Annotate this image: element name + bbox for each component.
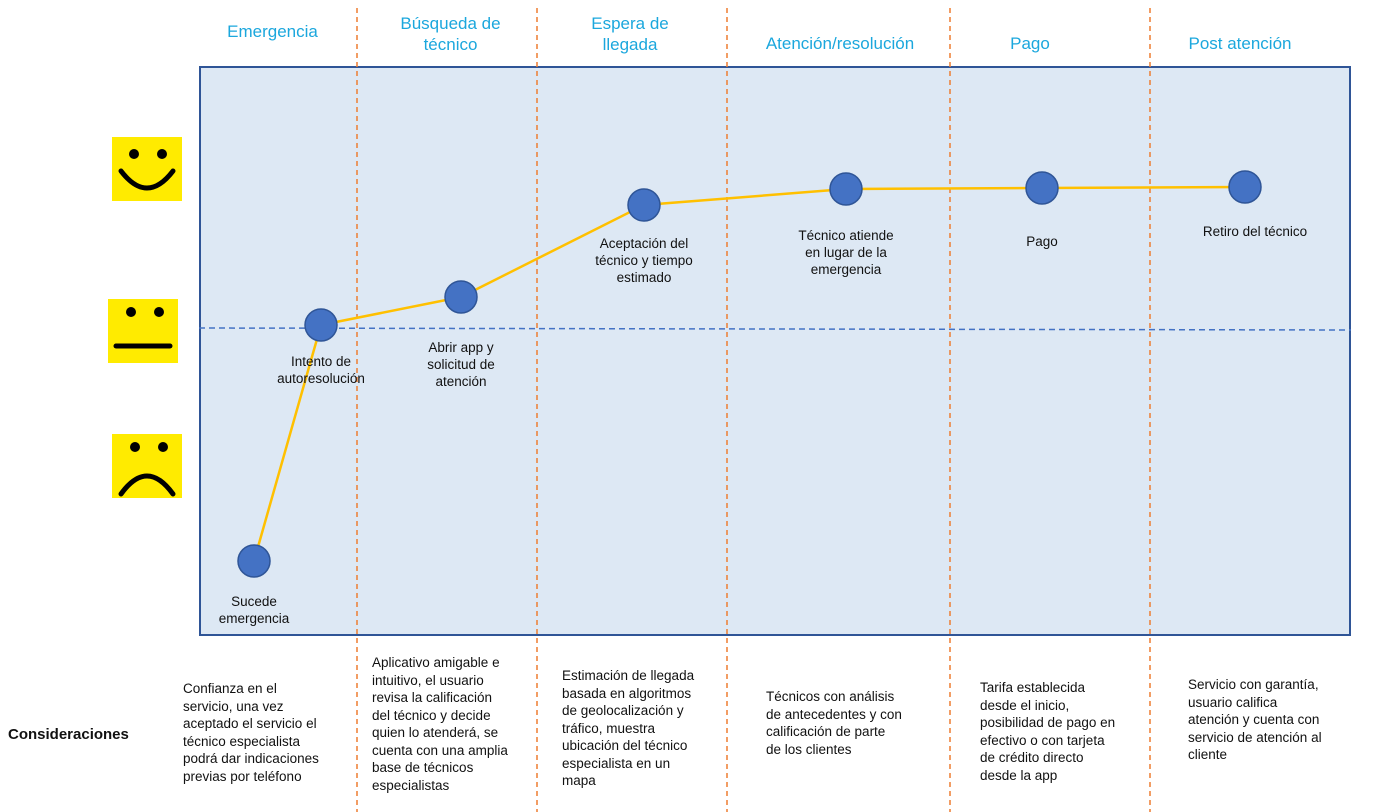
consideration-text: Estimación de llegada basada en algoritm… [562, 668, 695, 788]
point-label: Abrir app y solicitud de atención [427, 340, 495, 389]
consideration-text: Aplicativo amigable e intuitivo, el usua… [372, 655, 508, 793]
stage-title-espera: Espera de llegada [591, 14, 669, 54]
journey-point [237, 544, 271, 578]
consideration-text: Confianza en el servicio, una vez acepta… [183, 681, 319, 784]
stage-title-atencion: Atención/resolución [765, 34, 915, 53]
happy-face-icon [112, 137, 182, 201]
point-label: Retiro del técnico [1202, 224, 1308, 239]
point-label: Aceptación del técnico y tiempo estimado [595, 236, 693, 285]
stage-title-emergencia: Emergencia [227, 22, 318, 41]
journey-point [1025, 171, 1059, 205]
neutral-face-icon [108, 299, 178, 363]
journey-point [444, 280, 478, 314]
point-label: Sucede emergencia [218, 594, 290, 626]
journey-point [627, 188, 661, 222]
consideration-text: Técnicos con análisis de antecedentes y … [766, 689, 902, 757]
stage-title-post-atencion: Post atención [1188, 34, 1292, 53]
point-label: Pago [1026, 234, 1058, 249]
consideration-text: Tarifa establecida desde el inicio, posi… [980, 680, 1116, 783]
journey-point [304, 308, 338, 342]
point-label: Intento de autoresolución [277, 354, 365, 386]
point-label: Técnico atiende en lugar de la emergenci… [798, 228, 894, 277]
sad-face-icon [112, 434, 182, 498]
stage-title-busqueda: Búsqueda de técnico [400, 14, 501, 54]
consideration-text: Servicio con garantía, usuario califica … [1188, 677, 1322, 762]
considerations-title: Consideraciones [8, 726, 129, 743]
stage-title-pago: Pago [1010, 34, 1050, 53]
neutral-baseline [198, 327, 1352, 331]
journey-panel [199, 66, 1351, 636]
journey-point [829, 172, 863, 206]
journey-point [1228, 170, 1262, 204]
